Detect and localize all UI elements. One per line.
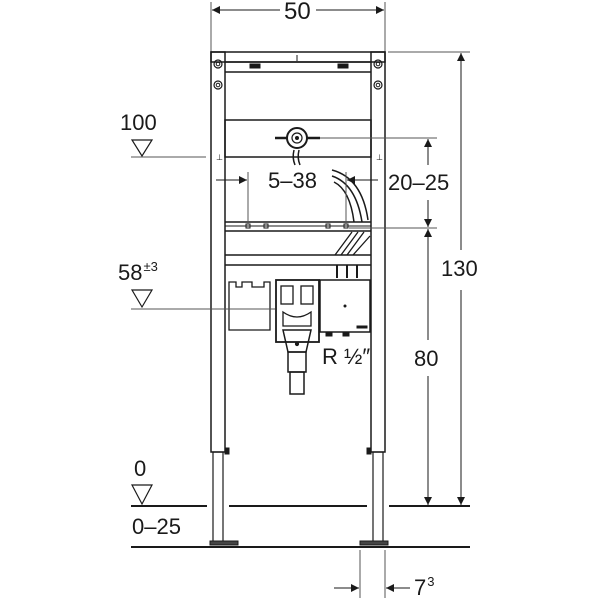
level-middle-label: 58±3 <box>118 259 158 285</box>
width-dimension <box>210 2 386 52</box>
offset-dimension <box>216 172 378 224</box>
level-top-label: 100 <box>120 110 157 135</box>
level-middle-tolerance: ±3 <box>143 259 158 274</box>
foot-depth-exponent: 3 <box>427 574 435 589</box>
foot-depth-base: 7 <box>414 575 427 600</box>
offset-label: 5–38 <box>268 168 317 193</box>
svg-text:⊥: ⊥ <box>376 153 383 162</box>
level-middle-base: 58 <box>118 260 143 285</box>
foot-depth-label: 73 <box>414 574 435 600</box>
installation-frame: ⊥ ⊥ <box>209 51 389 546</box>
level-floor-label: 0 <box>134 456 147 481</box>
vertical-dimensions <box>320 51 470 505</box>
total-height-label: 130 <box>441 256 478 281</box>
svg-text:⊥: ⊥ <box>216 153 223 162</box>
connection-label: R ½″ <box>322 344 371 369</box>
width-label: 50 <box>284 0 311 25</box>
lower-height-label: 80 <box>414 346 439 371</box>
level-lines <box>130 139 470 548</box>
upper-range-label: 20–25 <box>388 170 450 195</box>
floor-range-label: 0–25 <box>132 514 181 539</box>
foot-dimension <box>334 550 410 598</box>
